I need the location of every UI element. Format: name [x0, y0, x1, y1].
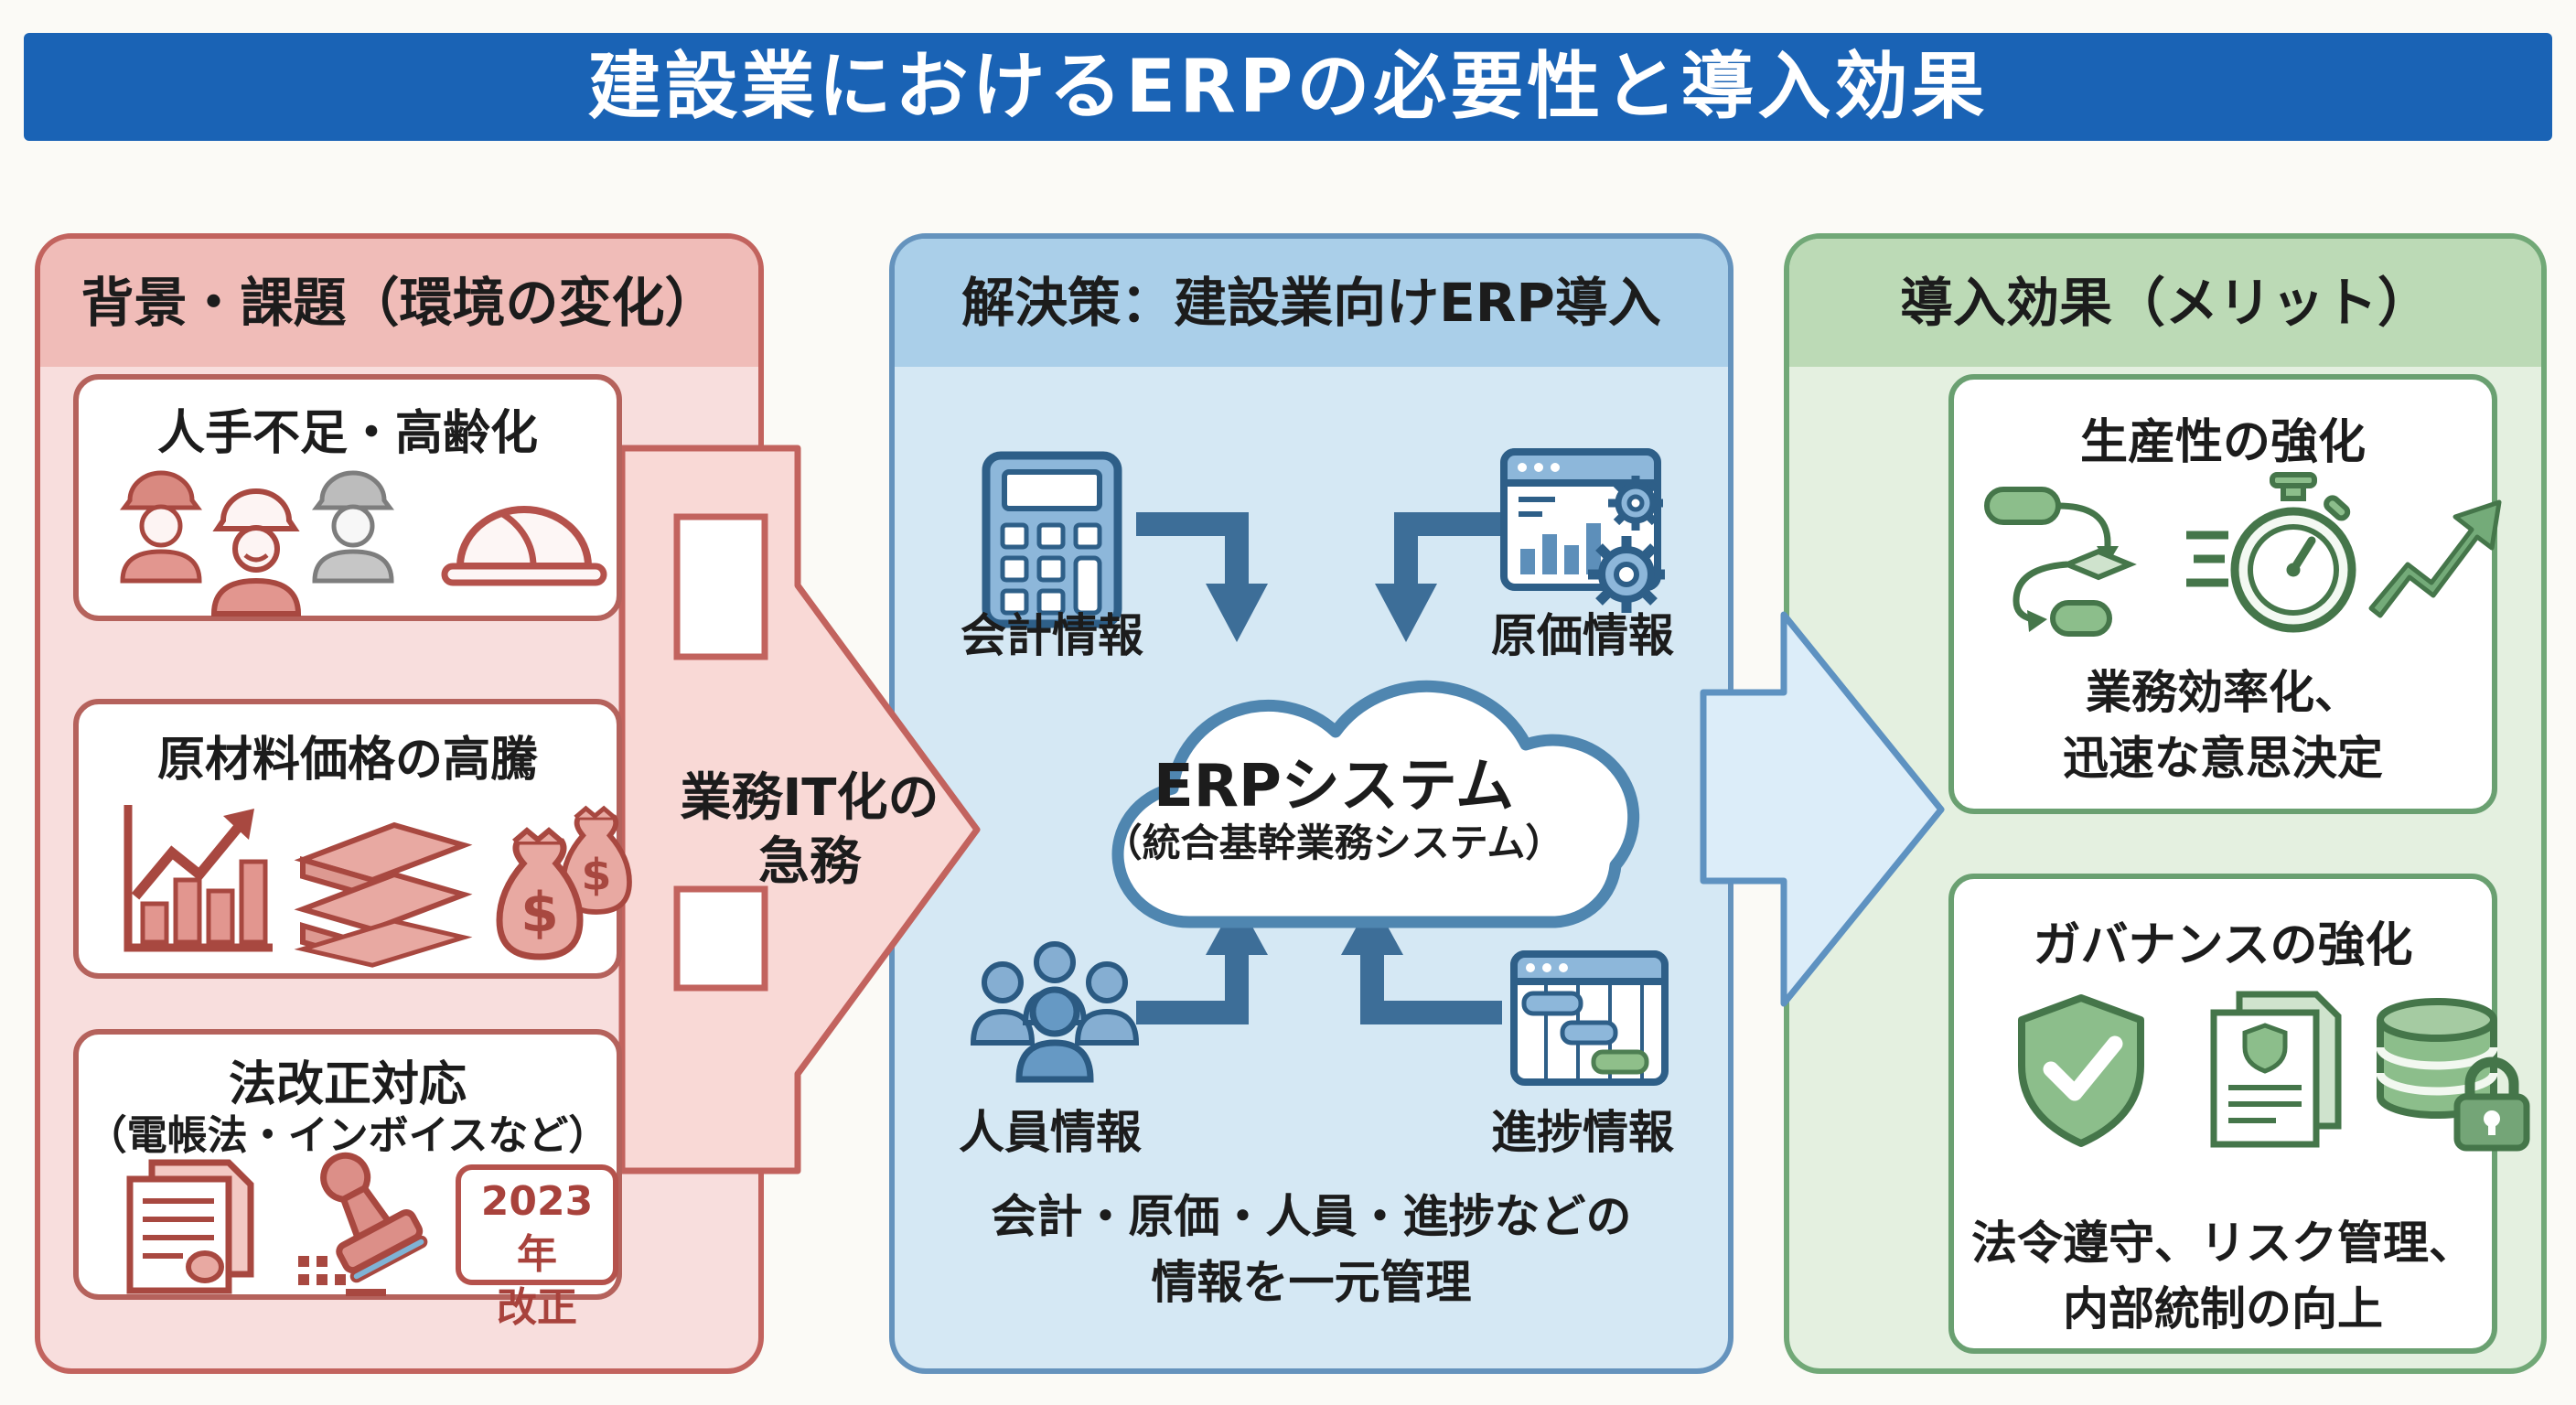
rising-chart-icon	[123, 805, 273, 952]
card-legal-reform: 法改正対応 （電帳法・インボイスなど）	[73, 1029, 622, 1331]
card-labor-shortage: 人手不足・高齢化	[73, 374, 622, 621]
right-panel-header: 導入効果（メリット）	[1789, 239, 2541, 367]
gantt-chart-icon	[1510, 950, 1669, 1086]
cost-analysis-icon	[1500, 448, 1665, 613]
card-labor-shortage-title: 人手不足・高齢化	[156, 406, 538, 461]
card-material-prices-title: 原材料価格の高騰	[156, 733, 538, 788]
shield-check-icon	[2018, 994, 2144, 1147]
left-panel-header: 背景・課題（環境の変化）	[40, 239, 758, 367]
centralized-caption-line1: 会計・原価・人員・進捗などの	[991, 1190, 1632, 1243]
policy-document-icon	[2210, 991, 2342, 1148]
card-productivity: 生産性の強化	[1948, 374, 2502, 814]
transition-arrow-line1: 業務IT化の	[680, 768, 939, 828]
calculator-icon	[982, 451, 1122, 628]
erp-cloud	[1111, 680, 1640, 928]
card-governance-title: ガバナンスの強化	[2033, 918, 2413, 973]
workflow-icon	[1984, 487, 2137, 637]
progress-info-label: 進捗情報	[1491, 1106, 1674, 1159]
stopwatch-icon	[2186, 472, 2356, 633]
card-governance: ガバナンスの強化 法令遵守、リスク管理、 内部統制の向上	[1948, 874, 2530, 1354]
svg-text:$: $	[521, 881, 559, 945]
accounting-info-label: 会計情報	[961, 609, 1143, 662]
money-bags-icon: $ $	[496, 805, 632, 960]
stamp-icon	[298, 1152, 428, 1296]
card-governance-caption2: 内部統制の向上	[2063, 1282, 2383, 1335]
database-lock-icon	[2376, 998, 2530, 1152]
card-productivity-title: 生産性の強化	[2079, 415, 2366, 470]
progress-connector-arrow	[1360, 953, 1502, 1024]
card-legal-reform-title: 法改正対応	[228, 1057, 467, 1112]
personnel-info-label: 人員情報	[959, 1106, 1142, 1159]
blue-transition-arrow	[1700, 611, 1945, 1007]
svg-text:$: $	[581, 850, 611, 900]
card-governance-caption1: 法令遵守、リスク管理、	[1971, 1217, 2474, 1270]
centralized-caption-line2: 情報を一元管理	[1151, 1256, 1472, 1309]
transition-arrow-line2: 急務	[758, 832, 861, 892]
erp-cloud-title: ERPシステム	[1154, 753, 1514, 820]
card-legal-reform-subtitle: （電帳法・インボイスなど）	[86, 1112, 609, 1159]
cost-connector-arrow	[1394, 512, 1502, 585]
card-productivity-caption1: 業務効率化、	[2086, 666, 2360, 719]
middle-panel-header: 解決策：建設業向けERP導入	[895, 239, 1728, 367]
card-productivity-caption2: 迅速な意思決定	[2063, 732, 2383, 785]
people-group-icon	[970, 941, 1140, 1083]
helmet-icon	[441, 506, 607, 586]
pink-transition-arrow	[618, 445, 981, 1174]
erp-cloud-subtitle: （統合基幹業務システム）	[1103, 820, 1564, 865]
construction-workers-icon	[120, 470, 394, 617]
lumber-stack-icon	[294, 821, 473, 968]
transition-arrow-label: 業務IT化の 急務	[631, 767, 988, 895]
accounting-connector-arrow	[1136, 512, 1249, 585]
cost-info-label: 原価情報	[1491, 609, 1674, 662]
page-title: 建設業におけるERPの必要性と導入効果	[24, 33, 2552, 141]
documents-icon	[126, 1159, 254, 1294]
revision-2023-badge: 2023年 改正	[456, 1164, 618, 1331]
card-material-prices: 原材料価格の高騰 $	[73, 699, 632, 979]
growth-arrow-icon	[2368, 499, 2502, 618]
revision-badge-line2: 改正	[497, 1284, 577, 1331]
revision-badge-line1: 2023年	[480, 1178, 594, 1278]
personnel-connector-arrow	[1136, 953, 1249, 1024]
